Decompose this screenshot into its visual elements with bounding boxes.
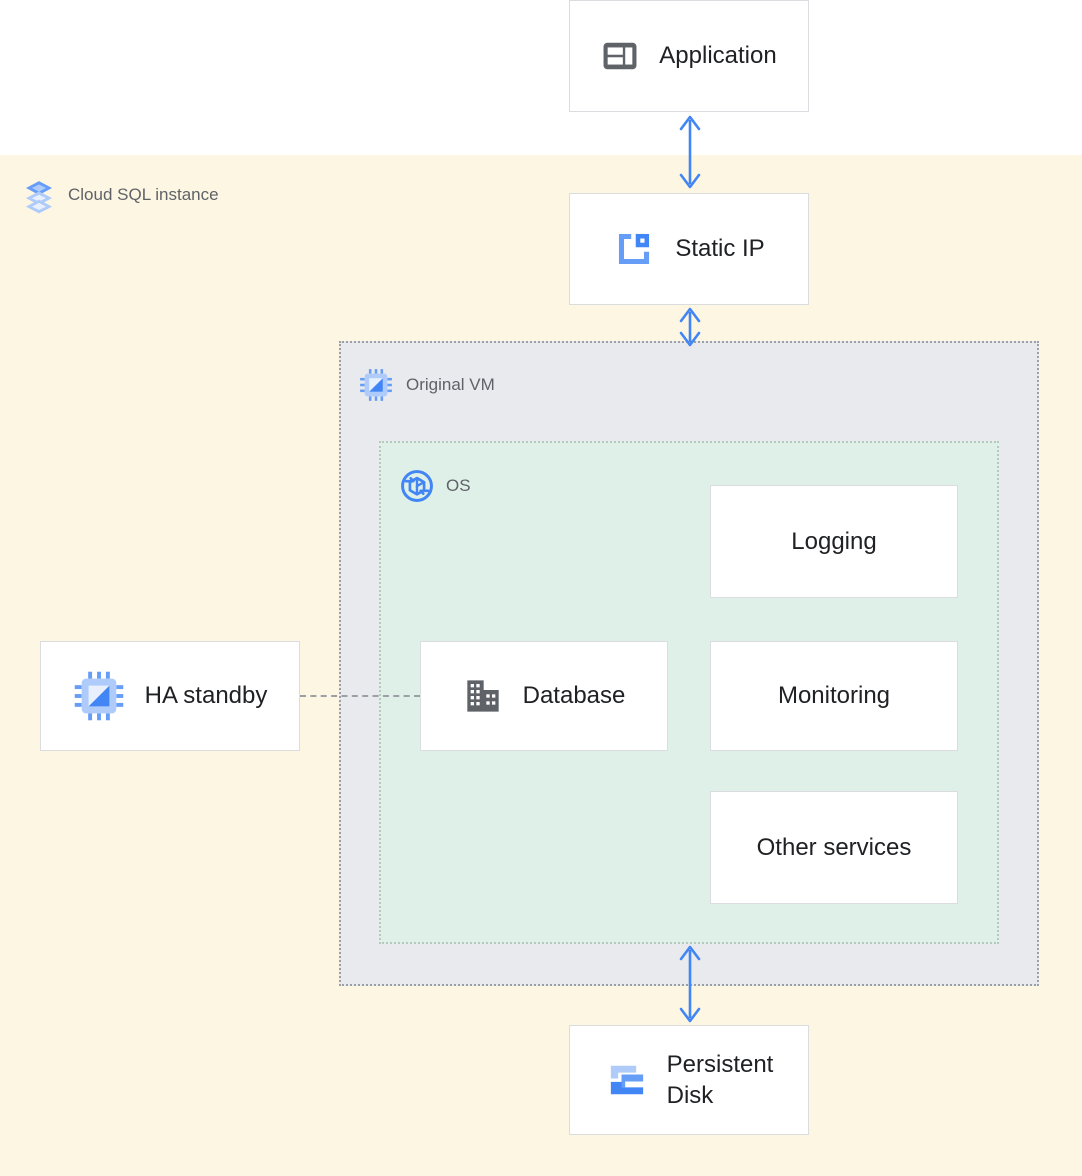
os-label: OS — [446, 476, 471, 495]
node-logging[interactable]: Logging — [710, 485, 958, 598]
node-static-ip[interactable]: Static IP — [569, 193, 809, 305]
database-label: Database — [522, 682, 626, 709]
node-other-services[interactable]: Other services — [710, 791, 958, 904]
node-persistent-disk[interactable]: Persistent Disk — [569, 1025, 809, 1135]
cloud-sql-layers-icon — [22, 178, 56, 214]
logging-label: Logging — [791, 527, 877, 555]
arrow-os-to-persistent-disk — [670, 940, 710, 1028]
monitoring-label: Monitoring — [777, 682, 891, 709]
arrow-static-ip-to-vm — [670, 305, 710, 349]
arrow-application-to-static-ip — [670, 110, 710, 194]
original-vm-label: Original VM — [406, 375, 495, 394]
other-services-label: Other services — [756, 833, 912, 861]
database-building-icon — [463, 676, 503, 716]
original-vm-header: Original VM — [359, 368, 495, 402]
static-ip-icon — [613, 228, 655, 270]
os-circle-cube-icon — [400, 469, 434, 503]
static-ip-label: Static IP — [675, 235, 765, 262]
application-label: Application — [659, 42, 777, 69]
node-monitoring[interactable]: Monitoring — [710, 641, 958, 751]
connector-ha-standby-to-database — [300, 695, 420, 697]
vm-chip-icon — [359, 368, 393, 402]
node-ha-standby[interactable]: HA standby — [40, 641, 300, 751]
cloud-sql-instance-label: Cloud SQL instance — [68, 185, 219, 204]
application-window-icon — [601, 37, 639, 75]
cloud-sql-instance-header: Cloud SQL instance — [22, 178, 219, 214]
persistent-disk-label: Persistent Disk — [666, 1050, 774, 1109]
vm-chip-icon — [73, 670, 125, 722]
os-header: OS — [400, 469, 471, 503]
ha-standby-label: HA standby — [144, 682, 268, 709]
persistent-disk-icon — [605, 1058, 649, 1102]
node-database[interactable]: Database — [420, 641, 668, 751]
node-application[interactable]: Application — [569, 0, 809, 112]
